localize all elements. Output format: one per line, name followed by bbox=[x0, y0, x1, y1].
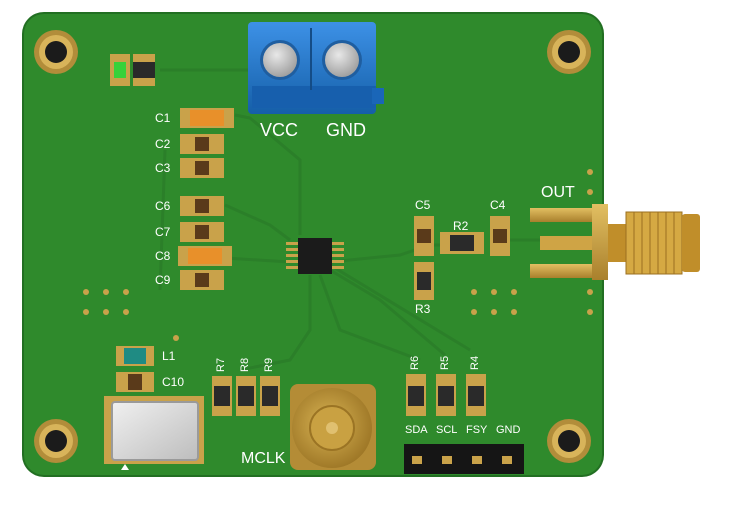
mclk-connector-icon bbox=[290, 384, 376, 470]
resistor-r5 bbox=[436, 374, 456, 416]
resistor-r8 bbox=[236, 376, 256, 416]
crystal-oscillator-icon bbox=[104, 396, 204, 470]
c4-label: C4 bbox=[490, 198, 506, 212]
c1-label: C1 bbox=[155, 111, 171, 125]
c10-label: C10 bbox=[162, 375, 185, 389]
sma-connector-icon bbox=[530, 204, 700, 280]
capacitor-c6 bbox=[180, 196, 224, 216]
capacitor-c3 bbox=[180, 158, 224, 178]
r6-label: R6 bbox=[409, 355, 421, 370]
capacitor-c2 bbox=[180, 134, 224, 154]
resistor-r4 bbox=[466, 374, 486, 416]
c8-label: C8 bbox=[155, 249, 171, 263]
mounting-hole-icon bbox=[547, 419, 591, 463]
c3-label: C3 bbox=[155, 161, 171, 175]
capacitor-c1 bbox=[180, 108, 234, 128]
mounting-hole-icon bbox=[34, 419, 78, 463]
resistor-r3 bbox=[414, 262, 434, 300]
capacitor-c4 bbox=[490, 216, 510, 256]
vcc-label: VCC bbox=[260, 120, 299, 140]
resistor-r7 bbox=[212, 376, 232, 416]
c9-label: C9 bbox=[155, 273, 171, 287]
via-array bbox=[83, 169, 593, 341]
pin-header-icon bbox=[404, 444, 524, 474]
mclk-label: MCLK bbox=[241, 450, 286, 467]
r8-label: R8 bbox=[239, 357, 251, 372]
scl-label: SCL bbox=[436, 424, 458, 436]
gnd-header-label: GND bbox=[496, 424, 521, 436]
mounting-hole-icon bbox=[547, 30, 591, 74]
resistor-r2 bbox=[440, 232, 484, 254]
ic-chip-icon bbox=[286, 238, 344, 274]
resistor-r6 bbox=[406, 374, 426, 416]
c7-label: C7 bbox=[155, 225, 171, 239]
r2-label: R2 bbox=[453, 219, 469, 233]
screw-terminal-icon bbox=[248, 22, 384, 114]
r4-label: R4 bbox=[469, 355, 481, 370]
capacitor-c9 bbox=[180, 270, 224, 290]
r3-label: R3 bbox=[415, 302, 431, 316]
l1-label: L1 bbox=[162, 349, 176, 363]
r5-label: R5 bbox=[439, 355, 451, 370]
fsy-label: FSY bbox=[466, 424, 488, 436]
r7-label: R7 bbox=[215, 357, 227, 372]
capacitor-c10 bbox=[116, 372, 154, 392]
resistor-r9 bbox=[260, 376, 280, 416]
r9-label: R9 bbox=[263, 357, 275, 372]
out-label: OUT bbox=[541, 184, 575, 201]
led-component bbox=[110, 54, 155, 86]
c2-label: C2 bbox=[155, 137, 171, 151]
c5-label: C5 bbox=[415, 198, 431, 212]
capacitor-c7 bbox=[180, 222, 224, 242]
inductor-l1 bbox=[116, 346, 154, 366]
sda-label: SDA bbox=[405, 424, 428, 436]
capacitor-c5 bbox=[414, 216, 434, 256]
gnd-label: GND bbox=[326, 120, 366, 140]
c6-label: C6 bbox=[155, 199, 171, 213]
capacitor-c8 bbox=[178, 246, 232, 266]
mounting-hole-icon bbox=[34, 30, 78, 74]
